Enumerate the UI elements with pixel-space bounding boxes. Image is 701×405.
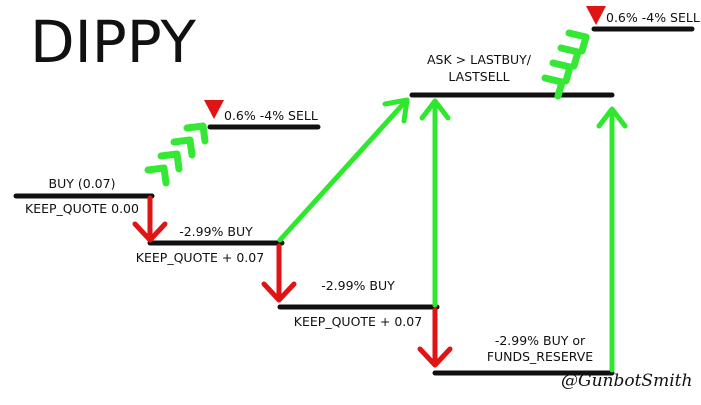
red-down-arrow-icon [417, 307, 453, 368]
chevrons-right [541, 29, 590, 100]
green-chevron-icon [157, 150, 183, 173]
red-down-arrow-icon [261, 243, 297, 303]
drop-arrows [132, 195, 453, 368]
green-chevron-icon [549, 59, 574, 85]
green-up-arrow-icon [596, 106, 628, 373]
green-chevron-icon [565, 29, 590, 55]
red-down-arrow-icon [132, 195, 168, 243]
level-4-above-label-line2: FUNDS_RESERVE [487, 349, 593, 364]
level-2-above-label: -2.99% BUY [179, 224, 253, 239]
diagram-title: DIPPY [30, 8, 196, 76]
level-labels: BUY (0.07) KEEP_QUOTE 0.00 -2.99% BUY KE… [25, 10, 700, 364]
sell-condition-line1: ASK > LASTBUY/ [427, 52, 532, 67]
green-up-arrow-icon [419, 98, 451, 308]
green-up-arrow-icon [277, 97, 410, 243]
green-chevron-icon [541, 74, 566, 100]
level-1-above-label: BUY (0.07) [49, 176, 116, 191]
level-2-below-label: KEEP_QUOTE + 0.07 [136, 250, 264, 265]
sell-label-left: 0.6% -4% SELL [224, 108, 318, 123]
red-triangle-marker-icon [586, 6, 606, 25]
sell-label-right: 0.6% -4% SELL [606, 10, 700, 25]
signature: @GunbotSmith [561, 371, 692, 391]
red-triangle-marker-icon [204, 100, 224, 119]
level-3-above-label: -2.99% BUY [321, 278, 395, 293]
level-3-below-label: KEEP_QUOTE + 0.07 [294, 314, 422, 329]
green-chevron-icon [144, 164, 170, 187]
level-lines [13, 26, 695, 376]
green-chevron-icon [557, 44, 582, 70]
green-chevron-icon [183, 122, 209, 145]
chevrons-left [144, 122, 209, 187]
rise-arrows [277, 97, 628, 373]
level-4-above-label-line1: -2.99% BUY or [495, 333, 586, 348]
level-1-below-label: KEEP_QUOTE 0.00 [25, 201, 139, 216]
green-chevron-icon [170, 136, 196, 159]
sell-condition-line2: LASTSELL [448, 69, 509, 84]
